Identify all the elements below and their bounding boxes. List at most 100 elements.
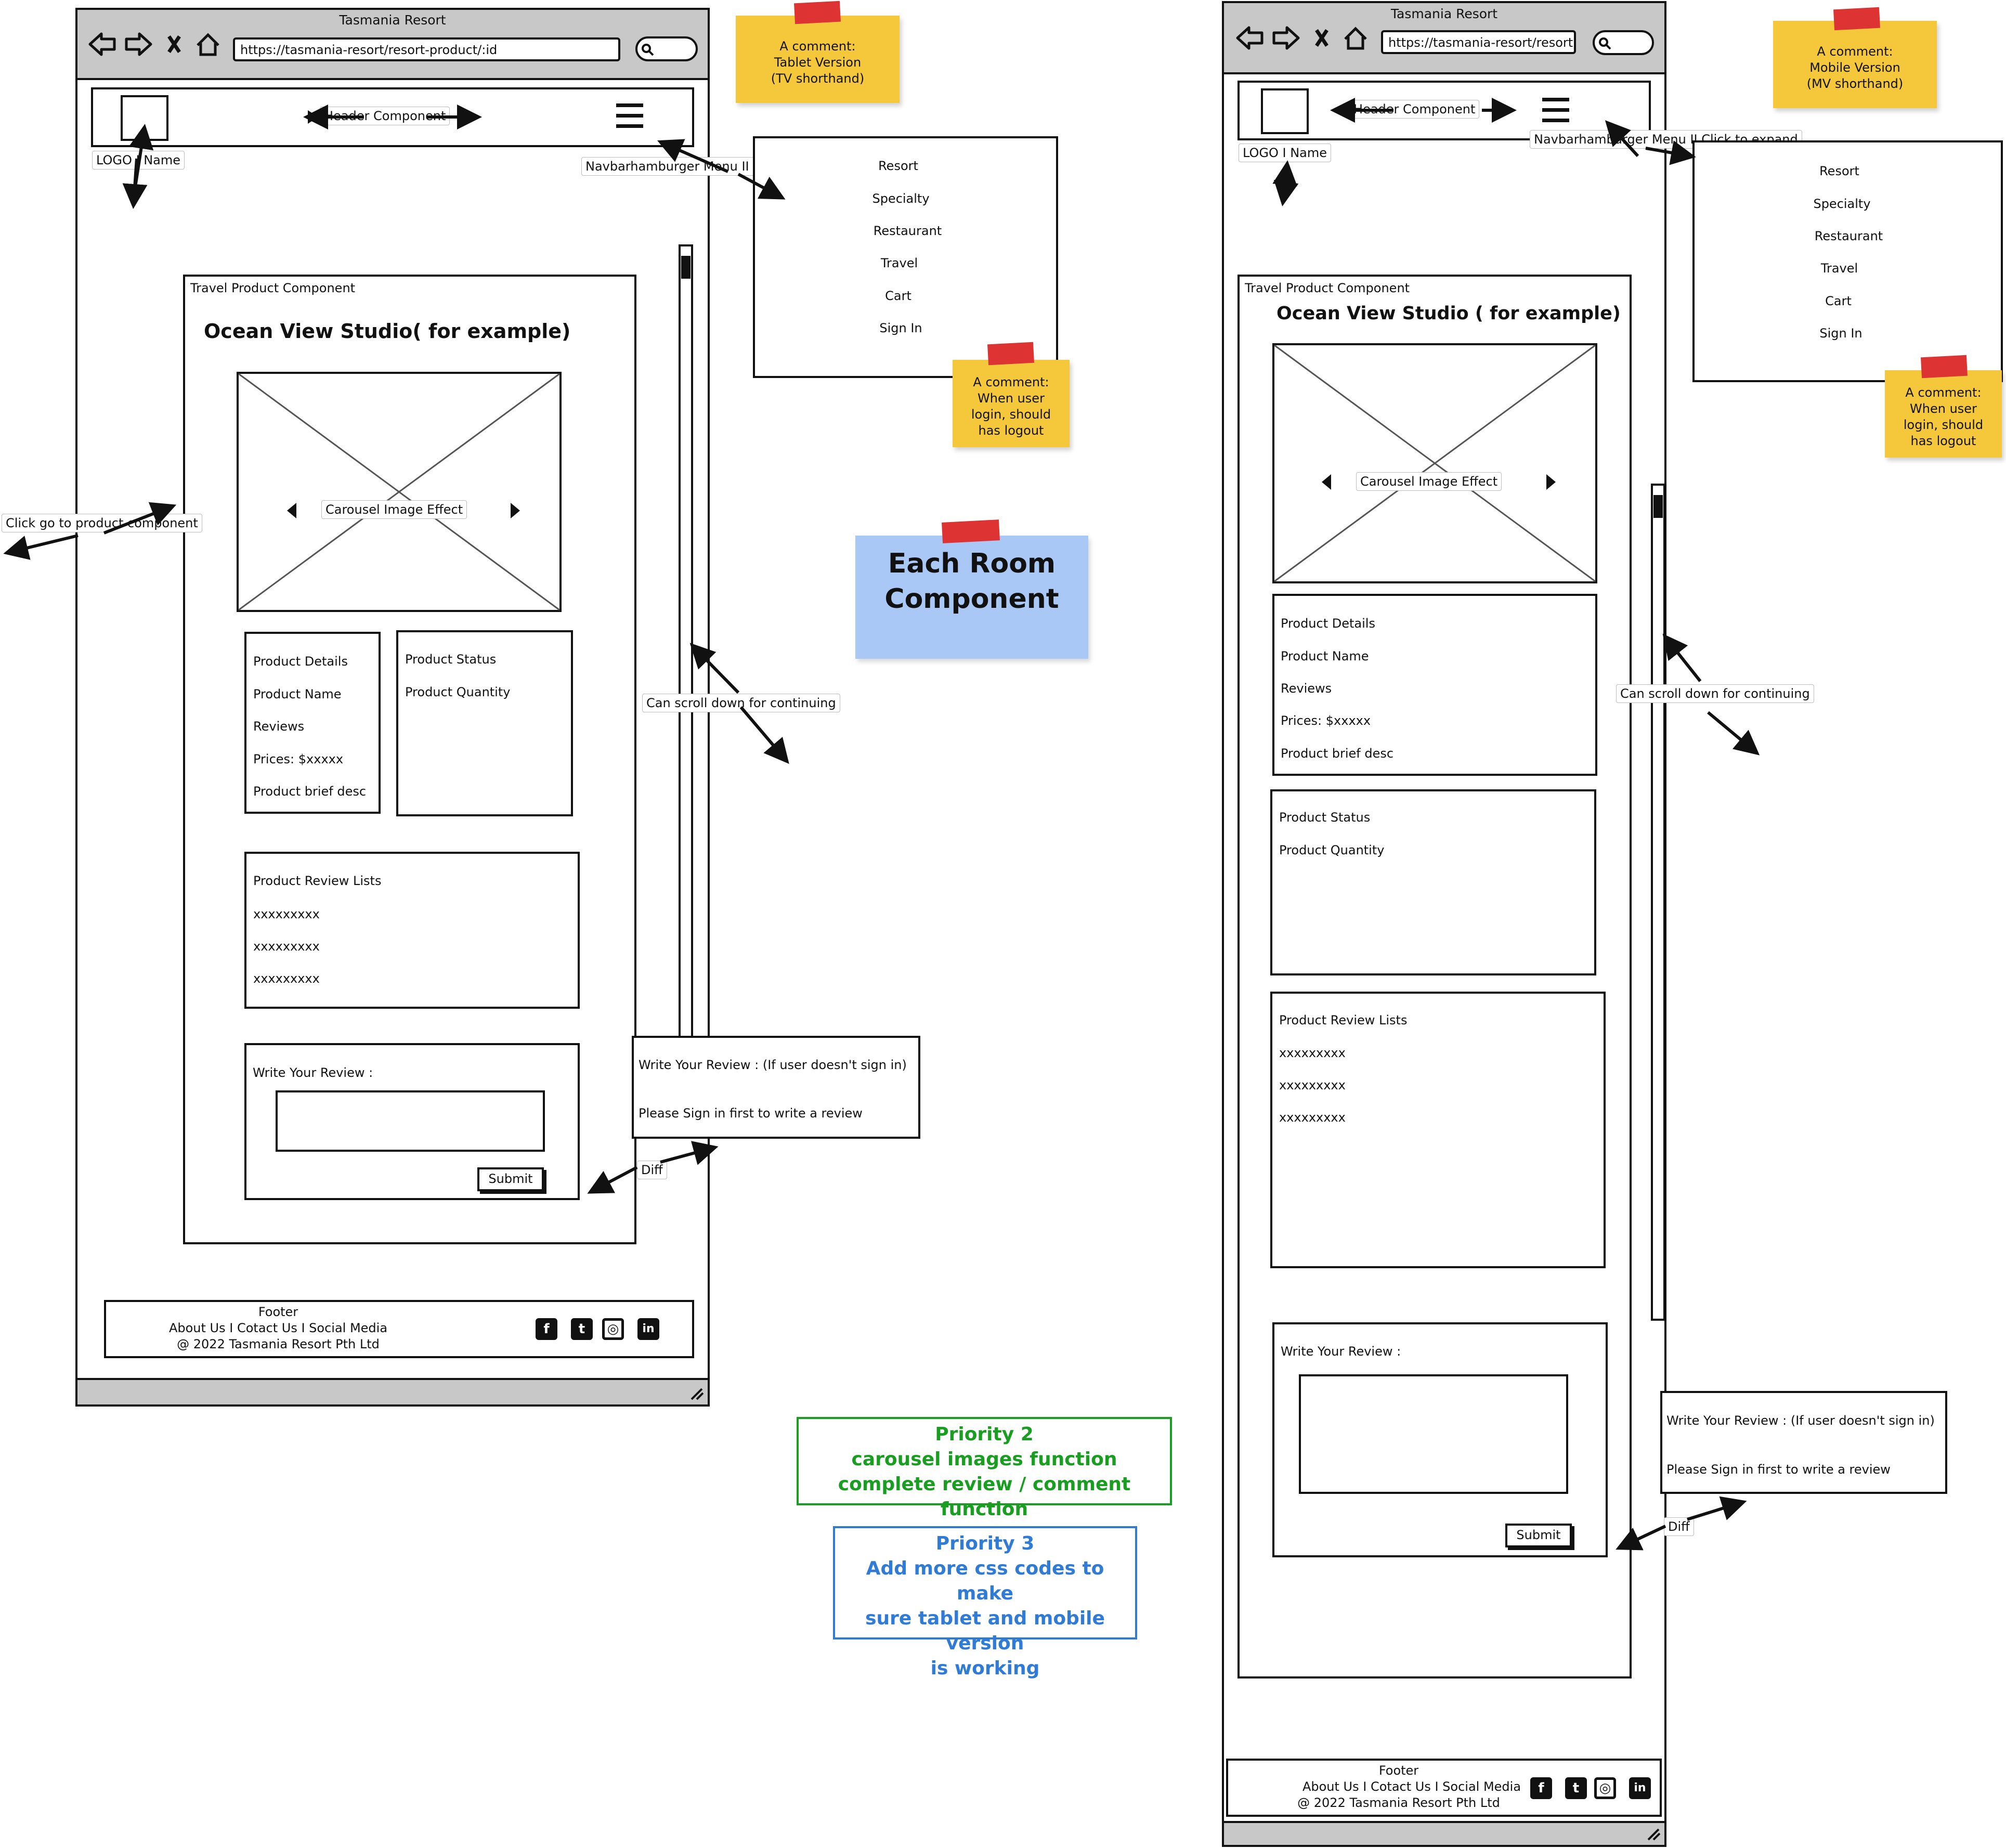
menu-item-sign-in[interactable]: Sign In bbox=[879, 321, 922, 335]
menu-item-resort[interactable]: Resort bbox=[878, 159, 918, 173]
carousel-prev-icon[interactable] bbox=[1321, 473, 1332, 491]
instagram-icon[interactable]: ◎ bbox=[1594, 1777, 1616, 1799]
linkedin-icon[interactable]: in bbox=[637, 1318, 659, 1340]
tablet-logo-label: LOGO I Name bbox=[92, 151, 185, 170]
tape bbox=[942, 519, 1000, 543]
tablet-search-field[interactable] bbox=[635, 36, 698, 61]
linkedin-icon[interactable]: in bbox=[1629, 1777, 1651, 1799]
tablet-scrollbar[interactable] bbox=[679, 244, 693, 1066]
mobile-scrollbar-thumb[interactable] bbox=[1653, 495, 1663, 518]
forward-icon[interactable] bbox=[1272, 26, 1300, 50]
tablet-window-title: Tasmania Resort bbox=[339, 12, 446, 28]
menu-item-travel[interactable]: Travel bbox=[1820, 261, 1858, 276]
mobile-url-field[interactable]: https://tasmania-resort/resort bbox=[1381, 30, 1576, 54]
hamburger-icon[interactable] bbox=[1541, 96, 1572, 126]
mobile-carousel-image[interactable] bbox=[1272, 343, 1597, 583]
tablet-review-list bbox=[244, 852, 580, 1009]
footer-title: Footer bbox=[1378, 1763, 1419, 1778]
tablet-nav-buttons bbox=[88, 32, 219, 56]
home-icon[interactable] bbox=[197, 33, 219, 56]
mobile-status-box bbox=[1270, 789, 1596, 975]
tablet-review-textarea[interactable] bbox=[276, 1090, 545, 1152]
detail-label: Reviews bbox=[1281, 681, 1332, 696]
menu-item-specialty[interactable]: Specialty bbox=[1813, 197, 1871, 211]
hamburger-icon[interactable] bbox=[615, 101, 646, 132]
close-icon[interactable] bbox=[1315, 29, 1328, 47]
detail-label: Product brief desc bbox=[253, 784, 367, 799]
tablet-url-field[interactable]: https://tasmania-resort/resort-product/:… bbox=[233, 37, 620, 61]
mobile-review-list bbox=[1270, 992, 1606, 1268]
footer-links[interactable]: About Us I Cotact Us I Social Media bbox=[168, 1321, 388, 1335]
sticky-note-mobile-version: A comment:Mobile Version(MV shorthand) bbox=[1773, 21, 1937, 108]
tablet-header-label: Header Component bbox=[320, 107, 450, 125]
mobile-product-component-label: Travel Product Component bbox=[1245, 281, 1410, 295]
menu-item-specialty[interactable]: Specialty bbox=[872, 191, 930, 206]
menu-item-sign-in[interactable]: Sign In bbox=[1819, 326, 1862, 341]
mobile-dropdown-menu bbox=[1692, 140, 2003, 382]
sticky-note-tablet-version: A comment:Tablet Version(TV shorthand) bbox=[736, 16, 900, 103]
detail-label: Reviews bbox=[253, 719, 305, 734]
arrow bbox=[1662, 633, 1702, 682]
menu-item-restaurant[interactable]: Restaurant bbox=[1814, 229, 1883, 243]
tablet-diff-label: Diff bbox=[637, 1161, 667, 1179]
tablet-logo-placeholder[interactable] bbox=[121, 95, 168, 141]
detail-label: Product Name bbox=[1281, 649, 1369, 663]
menu-item-cart[interactable]: Cart bbox=[1825, 294, 1852, 308]
footer-links[interactable]: About Us I Cotact Us I Social Media bbox=[1302, 1779, 1521, 1794]
status-label: Product Status bbox=[405, 652, 497, 667]
status-label: Product Quantity bbox=[1279, 843, 1385, 857]
carousel-prev-icon[interactable] bbox=[286, 502, 297, 519]
instagram-icon[interactable]: ◎ bbox=[602, 1318, 624, 1340]
tablet-carousel-image[interactable] bbox=[237, 372, 562, 612]
mobile-review-textarea[interactable] bbox=[1299, 1374, 1568, 1494]
menu-item-cart[interactable]: Cart bbox=[885, 289, 911, 303]
alt-review-message: Please Sign in first to write a review bbox=[1666, 1462, 1891, 1477]
carousel-next-icon[interactable] bbox=[1545, 473, 1557, 491]
menu-item-travel[interactable]: Travel bbox=[880, 256, 918, 270]
write-review-label: Write Your Review : bbox=[253, 1065, 373, 1080]
twitter-icon[interactable]: t bbox=[571, 1318, 593, 1340]
click-go-label: Click go to product component bbox=[2, 514, 202, 532]
mobile-footer bbox=[1226, 1759, 1662, 1817]
facebook-icon[interactable]: f bbox=[1530, 1777, 1552, 1799]
twitter-icon[interactable]: t bbox=[1565, 1777, 1587, 1799]
tablet-status-box bbox=[396, 630, 573, 816]
review-item: xxxxxxxxx bbox=[253, 939, 320, 954]
tablet-carousel-label: Carousel Image Effect bbox=[321, 500, 467, 519]
alt-review-title: Write Your Review : (If user doesn't sig… bbox=[639, 1058, 907, 1072]
mobile-diff-label: Diff bbox=[1664, 1517, 1694, 1536]
tablet-product-title: Ocean View Studio( for example) bbox=[204, 320, 571, 343]
mobile-scrollbar[interactable] bbox=[1651, 484, 1665, 1321]
resize-grip-icon[interactable] bbox=[1644, 1826, 1662, 1842]
tablet-scrollbar-thumb[interactable] bbox=[681, 256, 691, 279]
forward-icon[interactable] bbox=[125, 32, 152, 56]
mobile-details-box bbox=[1272, 594, 1597, 776]
review-list-title: Product Review Lists bbox=[1279, 1013, 1408, 1027]
detail-label: Prices: $xxxxx bbox=[1281, 713, 1371, 728]
tape bbox=[1921, 355, 1968, 379]
tablet-scroll-note: Can scroll down for continuing bbox=[642, 694, 840, 712]
carousel-next-icon[interactable] bbox=[510, 502, 521, 519]
resize-grip-icon[interactable] bbox=[687, 1386, 705, 1401]
back-icon[interactable] bbox=[1236, 26, 1263, 50]
mobile-search-field[interactable] bbox=[1593, 30, 1654, 55]
arrow bbox=[1707, 711, 1760, 756]
menu-item-resort[interactable]: Resort bbox=[1819, 164, 1859, 178]
status-label: Product Status bbox=[1279, 810, 1371, 825]
search-icon bbox=[1599, 37, 1611, 50]
back-icon[interactable] bbox=[88, 32, 116, 56]
review-item: xxxxxxxxx bbox=[1279, 1110, 1346, 1125]
mobile-submit-button[interactable]: Submit bbox=[1505, 1524, 1572, 1547]
mobile-product-title: Ocean View Studio ( for example) bbox=[1276, 303, 1621, 324]
facebook-icon[interactable]: f bbox=[536, 1318, 557, 1340]
mobile-logo-placeholder[interactable] bbox=[1261, 88, 1309, 134]
home-icon[interactable] bbox=[1344, 27, 1367, 50]
menu-item-restaurant[interactable]: Restaurant bbox=[873, 224, 942, 238]
tablet-details-box bbox=[244, 632, 381, 814]
close-icon[interactable] bbox=[167, 35, 181, 53]
tablet-submit-button[interactable]: Submit bbox=[477, 1167, 544, 1191]
